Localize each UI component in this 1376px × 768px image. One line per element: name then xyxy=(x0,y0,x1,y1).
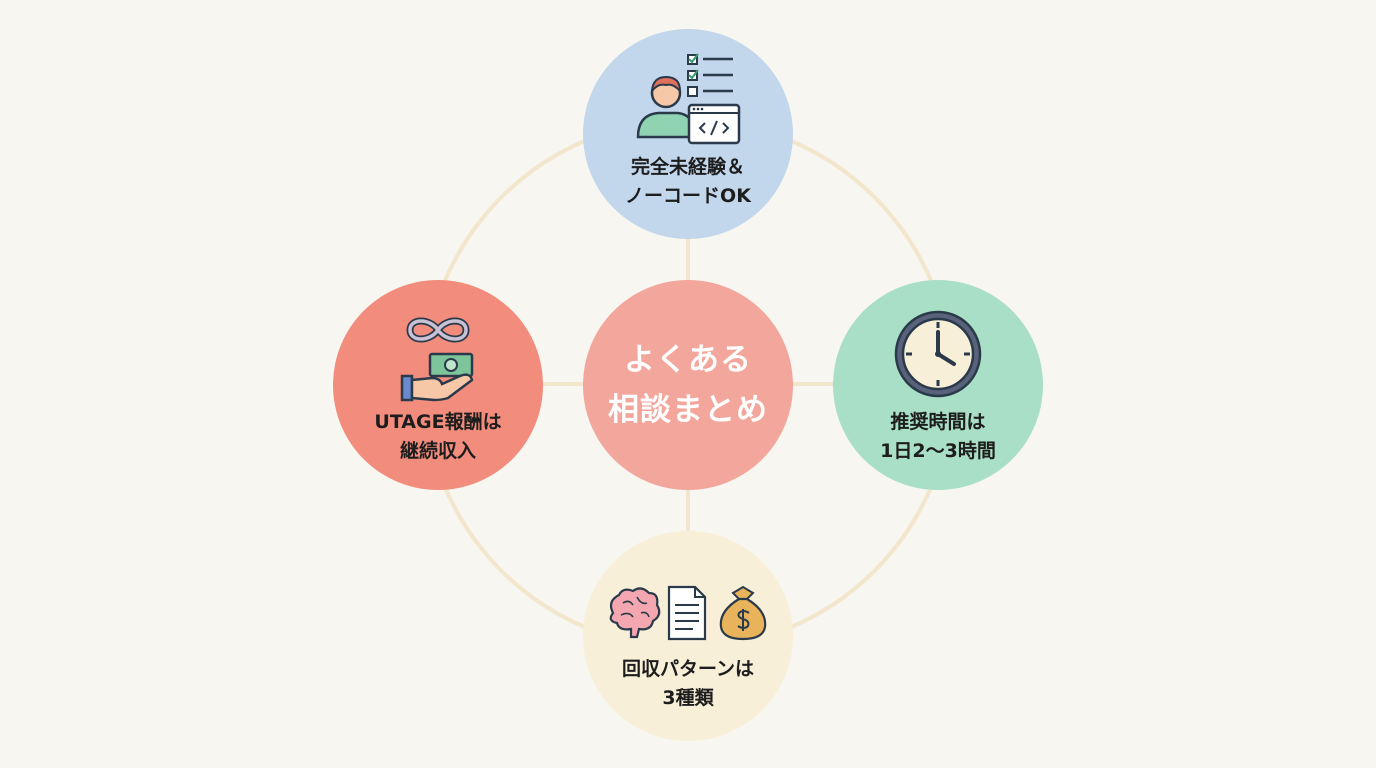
center-node: よくある 相談まとめ xyxy=(583,280,793,490)
node-right: 推奨時間は 1日2〜3時間 xyxy=(833,280,1043,490)
node-top-label: 完全未経験＆ ノーコードOK xyxy=(583,153,793,211)
center-line1: よくある xyxy=(624,342,752,378)
node-bottom-line2: 3種類 xyxy=(662,687,714,709)
node-top-line1: 完全未経験＆ xyxy=(630,156,745,178)
infinity-money-hand-icon xyxy=(398,310,478,406)
brain-icon xyxy=(609,587,661,639)
node-bottom-line1: 回収パターンは xyxy=(621,658,755,680)
node-left: UTAGE報酬は 継続収入 xyxy=(333,280,543,490)
clock-icon xyxy=(892,308,984,404)
money-bag-icon xyxy=(719,585,767,641)
node-right-label: 推奨時間は 1日2〜3時間 xyxy=(833,408,1043,466)
node-left-label: UTAGE報酬は 継続収入 xyxy=(333,408,543,466)
node-top-line2: ノーコードOK xyxy=(625,185,751,207)
node-right-line2: 1日2〜3時間 xyxy=(880,440,996,462)
node-top: 完全未経験＆ ノーコードOK xyxy=(583,29,793,239)
node-right-line1: 推奨時間は xyxy=(890,411,986,433)
center-label: よくある 相談まとめ xyxy=(583,335,793,435)
brain-document-moneybag-icon xyxy=(603,583,773,647)
center-line2: 相談まとめ xyxy=(608,392,768,428)
person-checklist-code-icon xyxy=(633,49,743,153)
node-bottom-label: 回収パターンは 3種類 xyxy=(583,655,793,713)
node-left-line2: 継続収入 xyxy=(399,440,476,462)
document-icon xyxy=(667,585,707,641)
node-left-line1: UTAGE報酬は xyxy=(374,411,502,433)
node-bottom: 回収パターンは 3種類 xyxy=(583,531,793,741)
